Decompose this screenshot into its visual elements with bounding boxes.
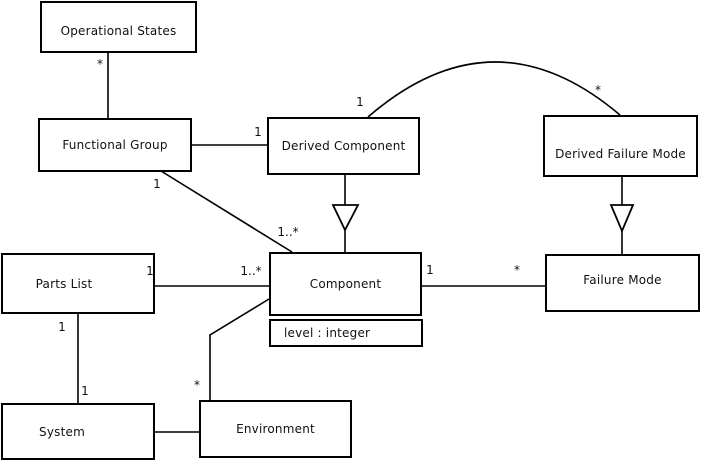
generalization-derived-component-to-component <box>331 175 360 252</box>
multiplicity-operational-states: * <box>97 57 103 71</box>
class-box-component: Component <box>269 252 422 316</box>
class-box-operational-states: Operational States <box>40 1 197 53</box>
multiplicity-parts-list-end: 1 <box>146 264 154 278</box>
class-attribute-level: level : integer <box>284 326 371 340</box>
multiplicity-derived-component-end: 1 <box>254 125 262 139</box>
multiplicity-failure-mode-end: * <box>514 263 520 277</box>
multiplicity-environment-end: * <box>194 378 200 392</box>
class-box-environment: Environment <box>199 400 352 458</box>
multiplicity-component-left-end: 1..* <box>240 264 262 278</box>
generalization-derived-failure-mode-to-failure-mode <box>609 177 635 254</box>
multiplicity-component-right-end: 1 <box>426 263 434 277</box>
multiplicity-arc-derived-failure-mode-end: * <box>595 83 601 97</box>
class-name-system: System <box>39 424 85 439</box>
multiplicity-arc-derived-component-end: 1 <box>356 95 364 109</box>
class-name-environment: Environment <box>236 422 315 436</box>
class-name-parts-list: Parts List <box>35 276 93 291</box>
multiplicity-system-end: 1 <box>81 384 89 398</box>
multiplicity-component-top-end: 1..* <box>277 225 299 239</box>
edge-environment-component <box>209 298 270 400</box>
class-name-derived-failure-mode: Derived Failure Mode <box>555 147 686 161</box>
class-attribute-compartment-component: level : integer <box>269 319 423 347</box>
class-name-functional-group: Functional Group <box>62 138 168 152</box>
class-name-operational-states: Operational States <box>60 24 177 38</box>
class-box-derived-failure-mode: Derived Failure Mode <box>543 115 698 177</box>
generalization-triangle-icon <box>331 204 360 233</box>
class-box-derived-component: Derived Component <box>267 117 420 175</box>
edge-functional-group-component <box>160 170 293 253</box>
class-box-parts-list: Parts List <box>1 253 155 314</box>
class-name-derived-component: Derived Component <box>281 139 406 153</box>
generalization-triangle-icon <box>609 204 635 234</box>
class-name-component: Component <box>309 277 382 291</box>
class-name-failure-mode: Failure Mode <box>583 273 662 287</box>
class-box-system: System <box>1 403 155 460</box>
multiplicity-functional-group-end: 1 <box>153 177 161 191</box>
class-box-functional-group: Functional Group <box>38 118 192 172</box>
edge-derived-component-derived-failure-mode-arc <box>367 61 621 118</box>
class-box-failure-mode: Failure Mode <box>545 254 700 312</box>
multiplicity-parts-list-bottom-end: 1 <box>58 320 66 334</box>
